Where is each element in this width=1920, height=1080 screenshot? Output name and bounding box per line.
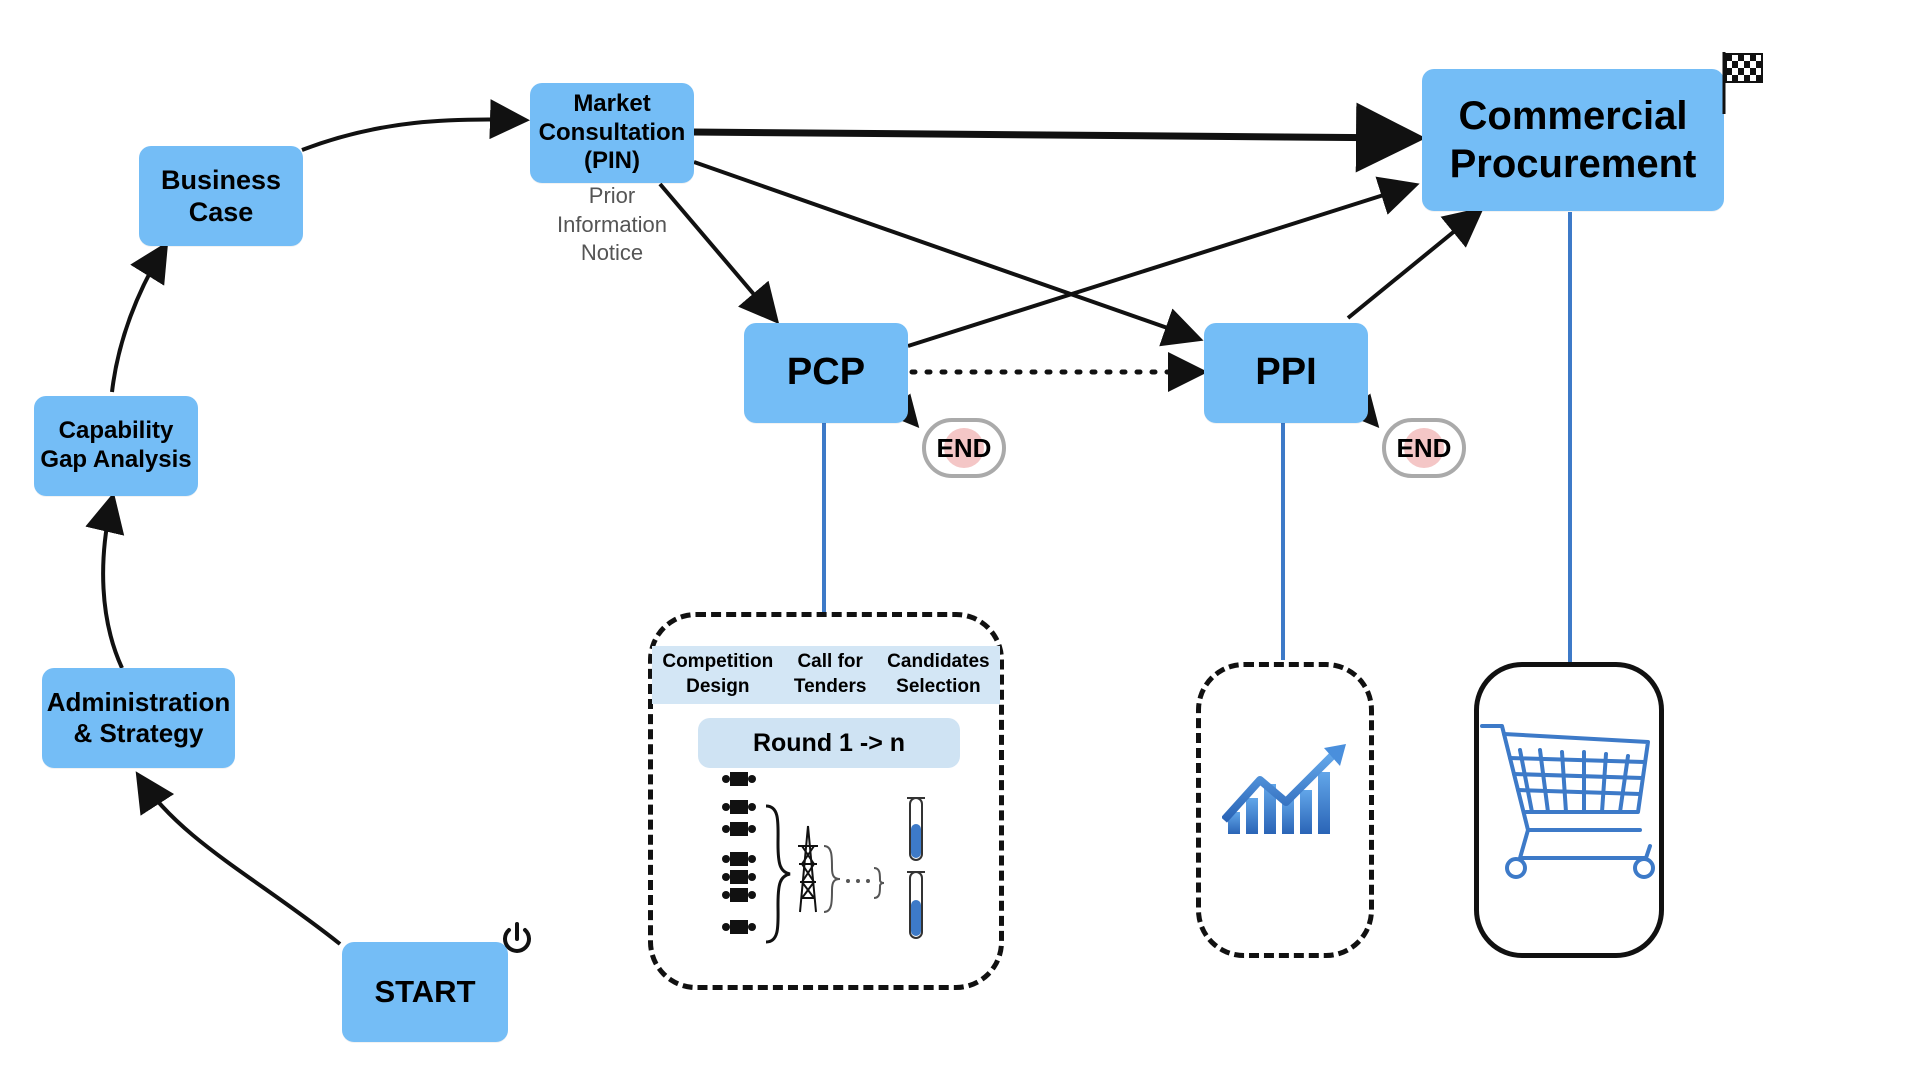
commercial-label-line2: Procurement	[1449, 142, 1697, 186]
arrow-start-to-admin	[135, 771, 342, 946]
business-label-line1: Business	[160, 164, 282, 195]
test-tube-icon	[907, 797, 925, 939]
capability-label-line2: Gap Analysis	[40, 446, 192, 473]
commercial-label-line1: Commercial	[1458, 94, 1688, 138]
start-node[interactable]: START	[342, 942, 508, 1042]
arrow-market-to-commercial	[691, 102, 1426, 173]
administration-label-line2: & Strategy	[73, 718, 204, 748]
capability-gap-analysis-node[interactable]: Capability Gap Analysis	[34, 396, 198, 496]
market-consultation-node[interactable]: Market Consultation (PIN)	[530, 83, 694, 183]
ppi-end-marker: END	[1382, 418, 1466, 478]
start-label: START	[374, 974, 476, 1010]
ppi-label: PPI	[1255, 351, 1317, 394]
header-candidates-selection: Candidates Selection	[887, 651, 990, 697]
commercial-procurement-node[interactable]: Commercial Procurement	[1422, 69, 1724, 211]
checkered-flag-icon	[1722, 52, 1763, 114]
arrow-pcp-to-commercial	[907, 176, 1420, 348]
commercial-details-box	[1474, 662, 1664, 958]
puzzle-pieces-icon	[722, 772, 756, 934]
shopping-cart-icon	[1480, 724, 1655, 879]
growth-chart-icon	[1222, 744, 1346, 834]
ppi-details-box	[1196, 662, 1374, 958]
pcp-phase-headers: Competition Design Call for Tenders Cand…	[652, 646, 1000, 704]
ppi-end-label: END	[1396, 432, 1452, 463]
arrow-ppi-to-commercial	[1346, 206, 1485, 320]
header-competition-design: Competition Design	[662, 651, 774, 697]
pcp-end-marker: END	[922, 418, 1006, 478]
power-icon	[503, 922, 531, 953]
pcp-node[interactable]: PCP	[744, 323, 908, 423]
arrow-market-to-pcp	[658, 182, 780, 325]
transmission-tower-icon	[798, 825, 818, 913]
business-label-line2: Case	[188, 197, 254, 227]
pin-note-line1: Prior	[588, 183, 636, 208]
administration-label-line1: Administration	[46, 686, 231, 717]
pcp-details-box	[648, 612, 1004, 990]
market-label-line1: Market	[573, 89, 651, 117]
business-case-node[interactable]: Business Case	[139, 146, 303, 246]
round-label: Round 1 -> n	[698, 718, 960, 768]
capability-label-line1: Capability	[58, 417, 174, 445]
prior-information-notice: Prior Information Notice	[536, 182, 688, 268]
ellipsis-icon	[846, 879, 870, 883]
market-label-line2: Consultation	[538, 118, 686, 146]
pin-note-line2: Information	[556, 211, 668, 237]
small-brace-right-icon	[873, 867, 885, 899]
ppi-node[interactable]: PPI	[1204, 323, 1368, 423]
header-call-for-tenders: Call for Tenders	[793, 651, 867, 697]
arrow-admin-to-capability	[85, 492, 125, 669]
brace-icon	[765, 804, 791, 944]
market-label-line3: (PIN)	[584, 147, 640, 175]
arrow-capability-to-business	[110, 241, 169, 393]
administration-strategy-node[interactable]: Administration & Strategy	[42, 668, 235, 768]
arrow-business-to-market	[301, 99, 530, 152]
pin-note-line3: Notice	[580, 240, 644, 266]
arrow-market-to-ppi	[693, 160, 1204, 347]
small-brace-icon	[823, 845, 841, 913]
pcp-end-label: END	[936, 432, 992, 463]
pcp-label: PCP	[786, 351, 866, 394]
